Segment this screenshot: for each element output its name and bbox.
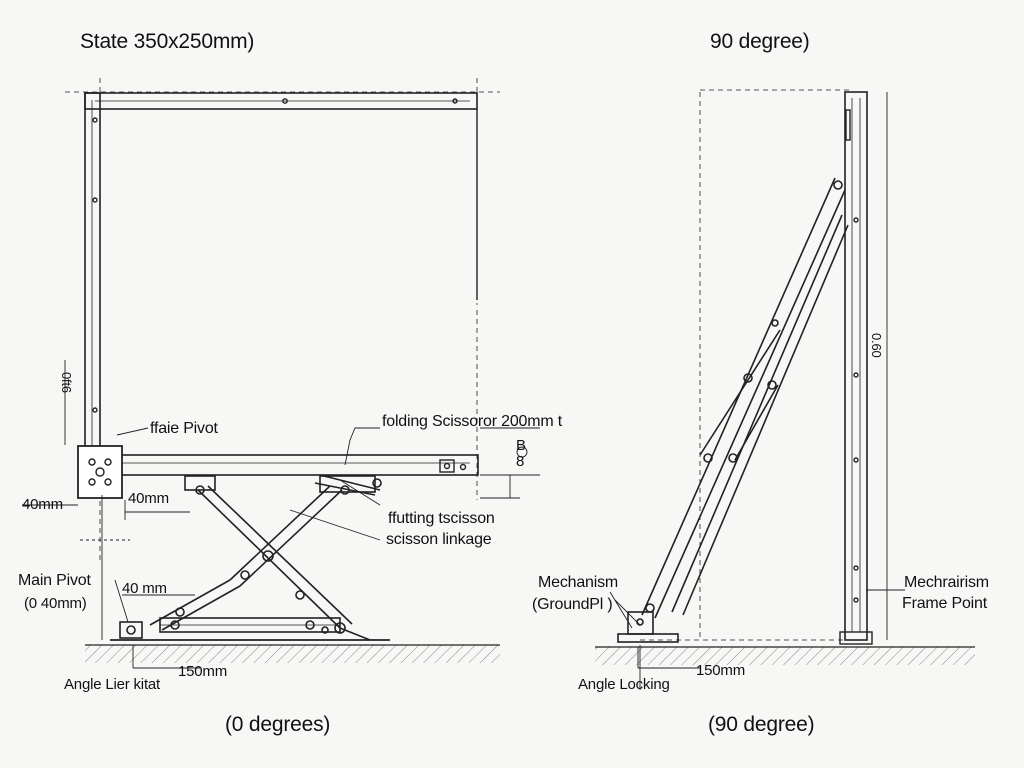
lifting-scissor-label: ffutting tscisson bbox=[388, 510, 495, 527]
left-title: State 350x250mm) bbox=[80, 30, 255, 53]
small-dim-b: 8 bbox=[516, 453, 525, 470]
angle-label-left: Angle Lier kitat bbox=[64, 676, 161, 693]
dim-40mm-inner: 40mm bbox=[128, 490, 169, 507]
vert-dim-left: 0ft6 bbox=[59, 372, 74, 393]
angle-locking-label: Angle Locking bbox=[578, 676, 670, 693]
scissor-linkage bbox=[110, 474, 390, 641]
left-dimensions bbox=[22, 360, 540, 669]
diagonal-struts bbox=[617, 177, 849, 643]
base-beam bbox=[109, 454, 479, 476]
right-view bbox=[595, 89, 975, 690]
dim-150mm-left: 150mm bbox=[178, 663, 228, 680]
folding-scissor-label: folding Scissoror 200mm t bbox=[382, 413, 562, 430]
ground-pin-label: (GroundPl ) bbox=[532, 596, 613, 613]
main-pivot-label: Main Pivot bbox=[18, 572, 91, 589]
frame-pivot-label: ffaie Pivot bbox=[150, 420, 218, 437]
right-title: 90 degree) bbox=[710, 30, 810, 53]
left-bottom-caption: (0 degrees) bbox=[225, 713, 331, 736]
frame-pivot-plate bbox=[77, 445, 123, 499]
dim-40mm-left: 40mm bbox=[22, 496, 63, 513]
mechanism-frame-label: Mechrairism bbox=[904, 574, 989, 591]
frame-point-label: Frame Point bbox=[902, 595, 987, 612]
vertical-board bbox=[839, 91, 888, 645]
left-view bbox=[22, 78, 540, 669]
mechanism-ground-label: Mechanism bbox=[538, 574, 619, 591]
scissor-linkage-label: scisson linkage bbox=[386, 531, 492, 548]
small-dim-a: B bbox=[516, 437, 526, 454]
right-bottom-caption: (90 degree) bbox=[708, 713, 815, 736]
board-frame bbox=[84, 92, 478, 454]
dim-150mm-right: 150mm bbox=[696, 662, 746, 679]
main-pivot-dim: (0 40mm) bbox=[24, 595, 87, 612]
vert-dim-right: 0.60 bbox=[869, 333, 884, 358]
right-dimensions bbox=[609, 589, 905, 690]
dim-40-mm: 40 mm bbox=[122, 580, 167, 597]
